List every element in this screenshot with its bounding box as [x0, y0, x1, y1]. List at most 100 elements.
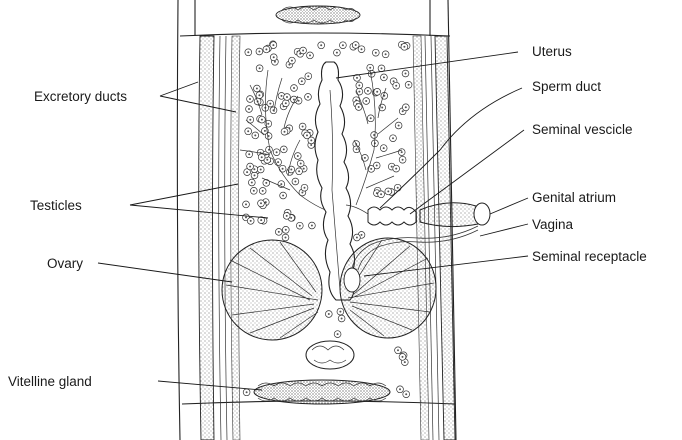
testicle-follicle-nucleus — [405, 393, 407, 395]
testicle-follicle-nucleus — [399, 388, 401, 390]
testicle-follicle-nucleus — [401, 151, 403, 153]
testicle-follicle-nucleus — [364, 157, 366, 159]
testicle-follicle-nucleus — [269, 103, 271, 105]
testicle-follicle-nucleus — [328, 313, 330, 315]
testicle-follicle-nucleus — [301, 192, 303, 194]
testicle-follicle-nucleus — [247, 130, 249, 132]
testicle-follicle-nucleus — [342, 44, 344, 46]
ootype-cluster — [306, 341, 354, 369]
testicle-follicle-nucleus — [282, 168, 284, 170]
label-ovary: Ovary — [47, 256, 83, 271]
testicle-follicle-nucleus — [302, 126, 304, 128]
testicle-follicle-nucleus — [273, 56, 275, 58]
testicle-follicle-nucleus — [303, 168, 305, 170]
testicle-follicle-nucleus — [361, 48, 363, 50]
testicle-follicle-nucleus — [395, 168, 397, 170]
testicle-follicle-nucleus — [307, 75, 309, 77]
testicle-follicle-nucleus — [376, 91, 378, 93]
testicle-follicle-nucleus — [276, 151, 278, 153]
testicle-follicle-nucleus — [320, 44, 322, 46]
testicle-follicle-nucleus — [251, 182, 253, 184]
testicle-follicle-nucleus — [361, 234, 363, 236]
testicle-follicle-nucleus — [380, 193, 382, 195]
testicle-follicle-nucleus — [387, 190, 389, 192]
testicle-follicle-nucleus — [405, 73, 407, 75]
testicle-follicle-nucleus — [285, 237, 287, 239]
testicle-follicle-nucleus — [309, 54, 311, 56]
testicle-follicle-nucleus — [356, 77, 358, 79]
genital-atrium — [420, 203, 490, 227]
testicle-follicle-nucleus — [294, 181, 296, 183]
testicle-follicle-nucleus — [402, 159, 404, 161]
testicle-follicle-nucleus — [274, 61, 276, 63]
label-seminal-receptacle: Seminal receptacle — [532, 249, 647, 264]
testicle-follicle-nucleus — [246, 171, 248, 173]
testicle-follicle-nucleus — [246, 391, 248, 393]
testicle-follicle-nucleus — [310, 144, 312, 146]
label-vagina: Vagina — [532, 217, 574, 232]
testicle-follicle-nucleus — [358, 106, 360, 108]
testicle-follicle-nucleus — [402, 110, 404, 112]
testicle-follicle-nucleus — [395, 85, 397, 87]
testicle-follicle-nucleus — [293, 87, 295, 89]
testicle-follicle-nucleus — [265, 182, 267, 184]
testicle-follicle-nucleus — [245, 203, 247, 205]
testicle-follicle-nucleus — [259, 67, 261, 69]
testicle-follicle-nucleus — [310, 139, 312, 141]
seminal-receptacle — [344, 268, 360, 292]
testicle-follicle-nucleus — [304, 187, 306, 189]
testicle-follicle-nucleus — [370, 117, 372, 119]
testicle-follicle-nucleus — [311, 225, 313, 227]
testicle-follicle-nucleus — [381, 67, 383, 69]
testicle-follicle-nucleus — [404, 361, 406, 363]
testicle-follicle-nucleus — [286, 215, 288, 217]
testicle-follicle-nucleus — [267, 123, 269, 125]
testicle-follicle-nucleus — [290, 217, 292, 219]
testicle-follicle-nucleus — [249, 119, 251, 121]
testicle-follicle-nucleus — [358, 84, 360, 86]
testicle-follicle-nucleus — [385, 53, 387, 55]
testicle-follicle-nucleus — [290, 169, 292, 171]
testicle-follicle-nucleus — [397, 187, 399, 189]
testicle-follicle-nucleus — [248, 108, 250, 110]
excretory-duct-left — [199, 36, 240, 440]
testicle-follicle-nucleus — [397, 349, 399, 351]
testicle-follicle-nucleus — [307, 96, 309, 98]
testicle-follicle-nucleus — [300, 163, 302, 165]
testicle-follicle-nucleus — [356, 237, 358, 239]
label-vitelline-gland: Vitelline gland — [8, 374, 92, 389]
testicle-follicle-nucleus — [281, 95, 283, 97]
testicle-follicle-nucleus — [375, 52, 377, 54]
testicle-follicle-nucleus — [402, 356, 404, 358]
testicle-follicle-nucleus — [284, 131, 286, 133]
previous-segment-vitelline — [276, 6, 360, 24]
testicle-follicle-nucleus — [376, 165, 378, 167]
testicle-follicle-nucleus — [285, 229, 287, 231]
testicle-follicle-nucleus — [261, 156, 263, 158]
testicle-follicle-nucleus — [369, 67, 371, 69]
testicle-follicle-nucleus — [383, 76, 385, 78]
testicle-follicle-nucleus — [370, 168, 372, 170]
testicle-follicle-nucleus — [248, 153, 250, 155]
testicle-follicle-nucleus — [293, 99, 295, 101]
testicle-follicle-nucleus — [355, 44, 357, 46]
ovary-left-lobe — [222, 240, 322, 340]
testicle-follicle-nucleus — [302, 50, 304, 52]
testicle-follicle-nucleus — [298, 100, 300, 102]
testicle-follicle-nucleus — [288, 64, 290, 66]
testicle-follicle-nucleus — [247, 51, 249, 53]
testicle-follicle-nucleus — [403, 46, 405, 48]
testicle-follicle-nucleus — [337, 333, 339, 335]
testicle-follicle-nucleus — [277, 161, 279, 163]
testicle-follicle-nucleus — [408, 84, 410, 86]
testicle-follicle-nucleus — [280, 183, 282, 185]
seminal-vesicle — [346, 205, 416, 225]
testicle-follicle-nucleus — [258, 51, 260, 53]
testicle-follicle-nucleus — [383, 147, 385, 149]
testicle-follicle-nucleus — [282, 195, 284, 197]
testicle-follicle-nucleus — [260, 219, 262, 221]
label-testicles: Testicles — [30, 198, 82, 213]
testicle-follicle-nucleus — [367, 90, 369, 92]
label-excretory-ducts: Excretory ducts — [34, 89, 127, 104]
testicle-follicle-nucleus — [249, 98, 251, 100]
